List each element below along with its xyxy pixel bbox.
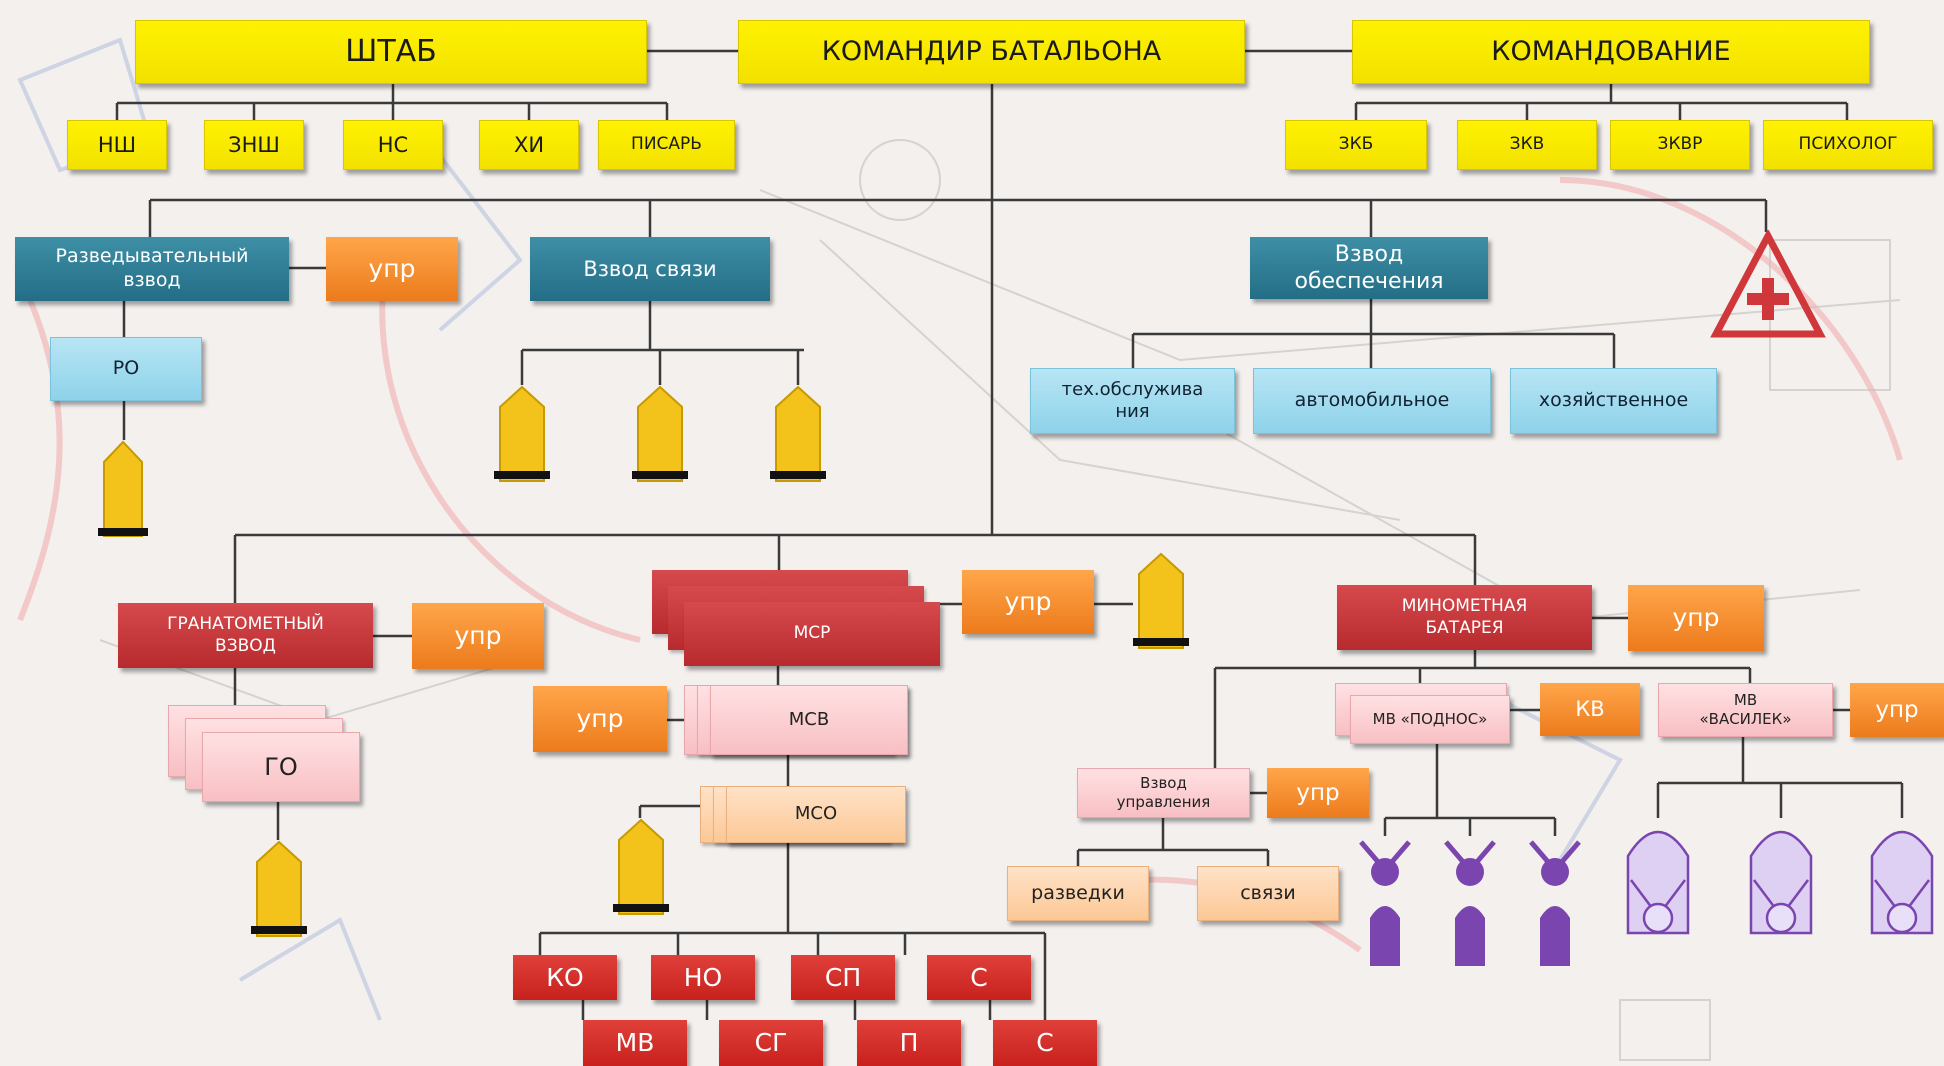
mortar-platoon-podnos-box[interactable]: МВ «ПОДНОС» xyxy=(1350,695,1510,744)
infantry-soldier-icon xyxy=(632,385,688,482)
recon-upr-box[interactable]: упр xyxy=(326,237,458,301)
infantry-soldier-icon xyxy=(251,840,307,937)
squad-sp-box[interactable]: СП xyxy=(791,955,895,1000)
mortar-platoon-vasilek-box[interactable]: МВ «ВАСИЛЕК» xyxy=(1658,683,1833,737)
recon-squad-box[interactable]: разведки xyxy=(1007,866,1149,921)
staff-nsv-box[interactable]: НС xyxy=(343,120,443,170)
howitzer-icon xyxy=(1870,830,1934,935)
recon-platoon-box[interactable]: Разведывательный взвод xyxy=(15,237,289,301)
automotive-box[interactable]: автомобильное xyxy=(1253,368,1491,434)
signals-squad-box[interactable]: связи xyxy=(1197,866,1339,921)
squad-s-bottom-box[interactable]: С xyxy=(993,1020,1097,1066)
mortar-battery-box[interactable]: МИНОМЕТНАЯ БАТАРЕЯ xyxy=(1337,585,1592,650)
staff-clerk-box[interactable]: ПИСАРЬ xyxy=(598,120,735,170)
msr-box[interactable]: МСР xyxy=(684,602,940,666)
squad-sg-box[interactable]: СГ xyxy=(719,1020,823,1066)
infantry-soldier-icon xyxy=(1540,906,1570,966)
grenade-upr-box[interactable]: упр xyxy=(412,603,544,669)
mortar-battery-upr-box[interactable]: упр xyxy=(1628,585,1764,651)
deputy-zkb-box[interactable]: ЗКБ xyxy=(1285,120,1427,170)
mortar-icon xyxy=(1444,840,1496,886)
howitzer-icon xyxy=(1749,830,1813,935)
infantry-soldier-icon xyxy=(770,385,826,482)
deputy-zkvr-box[interactable]: ЗКВР xyxy=(1610,120,1750,170)
kv-box[interactable]: КВ xyxy=(1540,683,1640,736)
control-platoon-box[interactable]: Взвод управления xyxy=(1077,768,1250,818)
infantry-soldier-icon xyxy=(1455,906,1485,966)
squad-no-box[interactable]: НО xyxy=(651,955,755,1000)
mso-box[interactable]: МСО xyxy=(726,786,906,843)
msr-upr-box[interactable]: упр xyxy=(962,570,1094,634)
infantry-soldier-icon xyxy=(1133,552,1189,649)
battalion-commander-box[interactable]: КОМАНДИР БАТАЛЬОНА xyxy=(738,20,1245,84)
vasilek-upr-box[interactable]: упр xyxy=(1850,683,1944,737)
infantry-soldier-icon xyxy=(1370,906,1400,966)
mortar-icon xyxy=(1359,840,1411,886)
support-platoon-box[interactable]: Взвод обеспечения xyxy=(1250,237,1488,299)
deputy-zkv-box[interactable]: ЗКВ xyxy=(1457,120,1597,170)
medic-cross-icon xyxy=(1710,230,1826,338)
control-platoon-upr-box[interactable]: упр xyxy=(1267,768,1369,818)
staff-khi-box[interactable]: ХИ xyxy=(479,120,579,170)
maintenance-box[interactable]: тех.обслужива ния xyxy=(1030,368,1235,434)
signals-platoon-box[interactable]: Взвод связи xyxy=(530,237,770,301)
infantry-soldier-icon xyxy=(98,440,148,537)
headquarters-box[interactable]: ШТАБ xyxy=(135,20,647,84)
squad-ko-box[interactable]: КО xyxy=(513,955,617,1000)
msv-box[interactable]: МСВ xyxy=(710,685,908,755)
command-box[interactable]: КОМАНДОВАНИЕ xyxy=(1352,20,1870,84)
howitzer-icon xyxy=(1626,830,1690,935)
recon-ro-box[interactable]: РО xyxy=(50,337,202,401)
msv-upr-box[interactable]: упр xyxy=(533,686,667,752)
grenade-squad-box[interactable]: ГО xyxy=(202,732,360,802)
mortar-icon xyxy=(1529,840,1581,886)
staff-znsh-box[interactable]: ЗНШ xyxy=(204,120,304,170)
squad-mv-box[interactable]: МВ xyxy=(583,1020,687,1066)
grenade-platoon-box[interactable]: ГРАНАТОМЕТНЫЙ ВЗВОД xyxy=(118,603,373,668)
staff-ns-box[interactable]: НШ xyxy=(67,120,167,170)
squad-s-top-box[interactable]: С xyxy=(927,955,1031,1000)
infantry-soldier-icon xyxy=(494,385,550,482)
household-box[interactable]: хозяйственное xyxy=(1510,368,1717,434)
squad-p-box[interactable]: П xyxy=(857,1020,961,1066)
infantry-soldier-icon xyxy=(613,818,669,915)
psychologist-box[interactable]: ПСИХОЛОГ xyxy=(1763,120,1933,170)
